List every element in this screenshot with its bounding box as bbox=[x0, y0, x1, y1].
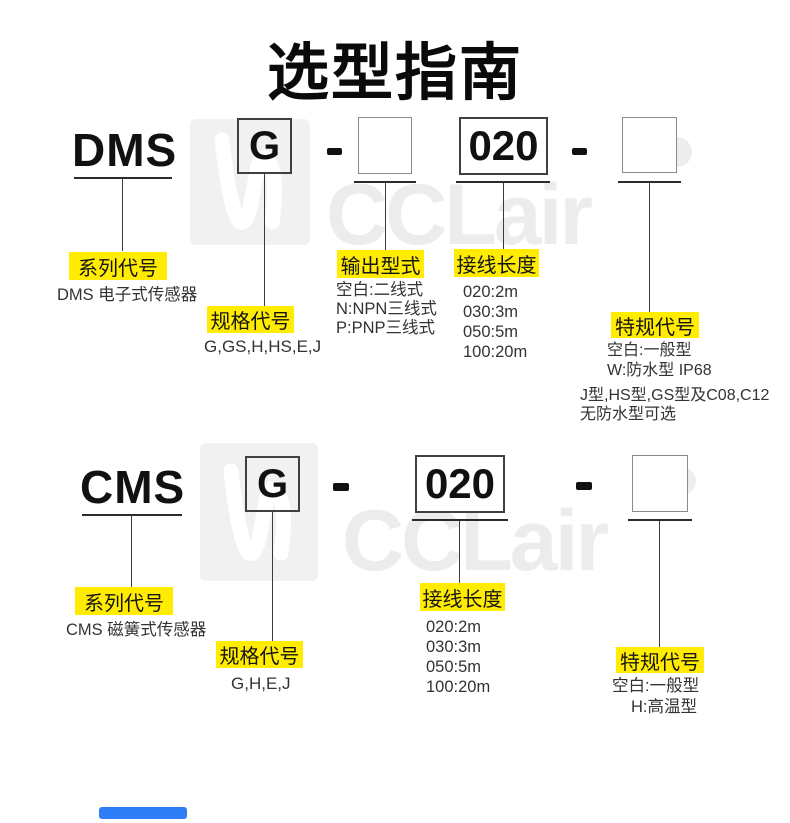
length-option: 100:20m bbox=[463, 343, 528, 361]
watermark-brand-text: CCLair bbox=[326, 167, 593, 263]
length-label: 接线长度 bbox=[420, 583, 505, 611]
special-option: J型,HS型,GS型及C08,C12 bbox=[580, 387, 770, 404]
special-option: 无防水型可选 bbox=[580, 406, 677, 423]
special-code-box bbox=[632, 455, 688, 512]
output-option: N:NPN三线式 bbox=[336, 300, 437, 318]
length-option: 100:20m bbox=[426, 678, 491, 696]
spec-label: 规格代号 bbox=[207, 306, 294, 333]
length-option: 050:5m bbox=[463, 323, 519, 341]
length-option: 020:2m bbox=[426, 618, 482, 636]
output-option: P:PNP三线式 bbox=[336, 319, 436, 337]
connector-line bbox=[649, 182, 651, 312]
series-code-cms: CMS bbox=[80, 461, 186, 513]
length-option: 050:5m bbox=[426, 658, 482, 676]
series-label: 系列代号 bbox=[75, 587, 173, 615]
underline bbox=[618, 181, 681, 183]
length-options: 020:2m 030:3m 050:5m 100:20m bbox=[426, 617, 490, 697]
length-option: 030:3m bbox=[426, 638, 482, 656]
series-desc: CMS 磁簧式传感器 bbox=[66, 621, 207, 639]
connector-line bbox=[272, 512, 274, 641]
length-options: 020:2m 030:3m 050:5m 100:20m bbox=[463, 282, 527, 362]
length-code-box: 020 bbox=[459, 117, 548, 175]
spec-code-box: G bbox=[245, 456, 300, 512]
underline bbox=[82, 514, 182, 516]
output-label: 输出型式 bbox=[337, 250, 424, 278]
page-title: 选型指南 bbox=[266, 39, 523, 108]
special-option: W:防水型 IP68 bbox=[607, 362, 712, 379]
connector-line bbox=[264, 174, 266, 306]
length-label: 接线长度 bbox=[454, 249, 539, 277]
connector-line bbox=[122, 179, 124, 251]
connector-line bbox=[459, 521, 461, 583]
length-code-box: 020 bbox=[415, 455, 505, 513]
underline bbox=[628, 519, 692, 521]
series-label: 系列代号 bbox=[69, 252, 167, 280]
spec-code-box: G bbox=[237, 118, 292, 174]
special-label: 特规代号 bbox=[611, 312, 699, 339]
length-option: 020:2m bbox=[463, 283, 519, 301]
spec-desc: G,H,E,J bbox=[231, 674, 291, 693]
special-code-box bbox=[622, 117, 677, 173]
underline bbox=[456, 181, 550, 183]
length-option: 030:3m bbox=[463, 303, 519, 321]
series-code-dms: DMS bbox=[72, 124, 178, 176]
special-option: H:高温型 bbox=[631, 698, 697, 716]
special-option: 空白:一般型 bbox=[612, 677, 700, 695]
separator-dash bbox=[333, 483, 349, 491]
connector-line bbox=[503, 182, 505, 249]
logo-swoosh-icon bbox=[209, 454, 309, 577]
output-code-box bbox=[358, 117, 412, 174]
output-options: 空白:二线式 N:NPN三线式 P:PNP三线式 bbox=[336, 281, 437, 338]
spec-label: 规格代号 bbox=[216, 641, 303, 668]
underline bbox=[412, 519, 508, 521]
series-desc: DMS 电子式传感器 bbox=[57, 286, 198, 304]
connector-line bbox=[659, 521, 661, 647]
underline bbox=[74, 177, 172, 179]
bottom-accent-bar bbox=[99, 807, 187, 819]
spec-desc: G,GS,H,HS,E,J bbox=[204, 337, 322, 356]
connector-line bbox=[385, 182, 387, 250]
output-option: 空白:二线式 bbox=[336, 281, 424, 299]
underline bbox=[354, 181, 416, 183]
special-option: 空白:一般型 bbox=[607, 342, 692, 359]
connector-line bbox=[131, 516, 133, 587]
separator-dash bbox=[327, 148, 342, 155]
separator-dash bbox=[576, 482, 592, 490]
special-label: 特规代号 bbox=[616, 647, 704, 674]
separator-dash bbox=[572, 148, 587, 155]
